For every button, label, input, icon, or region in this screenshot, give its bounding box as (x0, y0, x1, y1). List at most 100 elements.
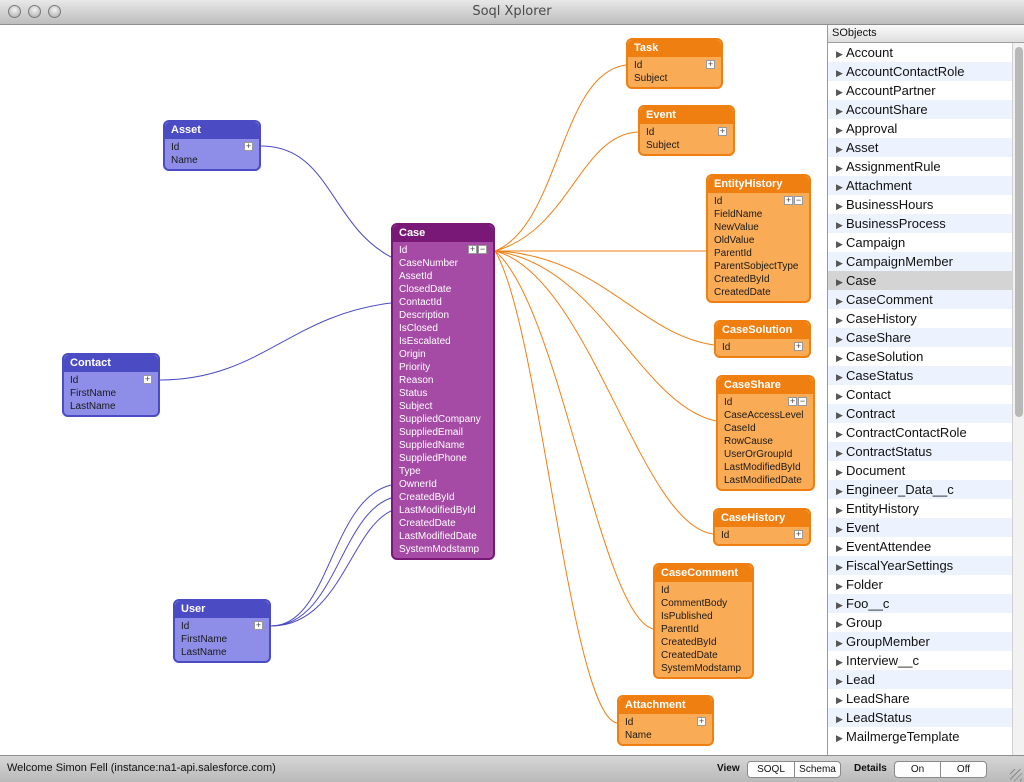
sobject-item[interactable]: ▶Account (828, 43, 1012, 62)
minimize-window-button[interactable] (28, 5, 41, 18)
disclosure-triangle-icon[interactable]: ▶ (836, 201, 843, 211)
view-soql-button[interactable]: SOQL (748, 762, 795, 777)
disclosure-triangle-icon[interactable]: ▶ (836, 562, 843, 572)
sobject-item[interactable]: ▶MailmergeTemplate (828, 727, 1012, 746)
sobjects-header[interactable]: SObjects (828, 25, 1024, 43)
disclosure-triangle-icon[interactable]: ▶ (836, 676, 843, 686)
expand-icon[interactable]: + (254, 620, 263, 630)
expand-icon[interactable]: + (706, 59, 715, 69)
disclosure-triangle-icon[interactable]: ▶ (836, 144, 843, 154)
entity-event[interactable]: Event + Id Subject (638, 105, 735, 156)
zoom-window-button[interactable] (48, 5, 61, 18)
disclosure-triangle-icon[interactable]: ▶ (836, 334, 843, 344)
close-window-button[interactable] (8, 5, 21, 18)
expand-icon[interactable]: + (794, 341, 803, 351)
expand-icon[interactable]: + (784, 195, 793, 205)
expand-icon[interactable]: + (697, 716, 706, 726)
sobject-item[interactable]: ▶CaseHistory (828, 309, 1012, 328)
disclosure-triangle-icon[interactable]: ▶ (836, 87, 843, 97)
sobject-item[interactable]: ▶AccountShare (828, 100, 1012, 119)
disclosure-triangle-icon[interactable]: ▶ (836, 581, 843, 591)
sobject-item[interactable]: ▶Approval (828, 119, 1012, 138)
entity-casesolution[interactable]: CaseSolution + Id (714, 320, 811, 358)
entity-entityhistory[interactable]: EntityHistory +− Id FieldName NewValue O… (706, 174, 811, 303)
entity-task[interactable]: Task + Id Subject (626, 38, 723, 89)
sobject-item[interactable]: ▶BusinessHours (828, 195, 1012, 214)
sobject-item[interactable]: ▶Case (828, 271, 1012, 290)
entity-case[interactable]: Case +− Id CaseNumber AssetId ClosedDate… (391, 223, 495, 560)
sobject-item[interactable]: ▶Document (828, 461, 1012, 480)
collapse-icon[interactable]: − (798, 396, 807, 406)
expand-icon[interactable]: + (468, 244, 477, 254)
sobject-item[interactable]: ▶Engineer_Data__c (828, 480, 1012, 499)
sobject-item[interactable]: ▶Contract (828, 404, 1012, 423)
sobject-item[interactable]: ▶ContractContactRole (828, 423, 1012, 442)
entity-caseshare[interactable]: CaseShare +− Id CaseAccessLevel CaseId R… (716, 375, 815, 491)
sobject-item[interactable]: ▶Folder (828, 575, 1012, 594)
sobject-item[interactable]: ▶CaseComment (828, 290, 1012, 309)
disclosure-triangle-icon[interactable]: ▶ (836, 657, 843, 667)
sobject-item[interactable]: ▶LeadShare (828, 689, 1012, 708)
disclosure-triangle-icon[interactable]: ▶ (836, 505, 843, 515)
sobject-item[interactable]: ▶Asset (828, 138, 1012, 157)
disclosure-triangle-icon[interactable]: ▶ (836, 220, 843, 230)
sobject-item[interactable]: ▶Foo__c (828, 594, 1012, 613)
sobject-item[interactable]: ▶Group (828, 613, 1012, 632)
disclosure-triangle-icon[interactable]: ▶ (836, 695, 843, 705)
disclosure-triangle-icon[interactable]: ▶ (836, 68, 843, 78)
disclosure-triangle-icon[interactable]: ▶ (836, 619, 843, 629)
sobject-item[interactable]: ▶ContractStatus (828, 442, 1012, 461)
disclosure-triangle-icon[interactable]: ▶ (836, 467, 843, 477)
sobject-item[interactable]: ▶Event (828, 518, 1012, 537)
sobject-item[interactable]: ▶Interview__c (828, 651, 1012, 670)
entity-asset[interactable]: Asset + Id Name (163, 120, 261, 171)
sobject-item[interactable]: ▶AccountContactRole (828, 62, 1012, 81)
disclosure-triangle-icon[interactable]: ▶ (836, 163, 843, 173)
sobject-item[interactable]: ▶CaseStatus (828, 366, 1012, 385)
entity-attachment[interactable]: Attachment + Id Name (617, 695, 714, 746)
disclosure-triangle-icon[interactable]: ▶ (836, 258, 843, 268)
disclosure-triangle-icon[interactable]: ▶ (836, 486, 843, 496)
disclosure-triangle-icon[interactable]: ▶ (836, 638, 843, 648)
entity-casehistory[interactable]: CaseHistory + Id (713, 508, 811, 546)
disclosure-triangle-icon[interactable]: ▶ (836, 106, 843, 116)
disclosure-triangle-icon[interactable]: ▶ (836, 429, 843, 439)
scroll-thumb[interactable] (1015, 47, 1023, 417)
details-on-button[interactable]: On (895, 762, 941, 777)
disclosure-triangle-icon[interactable]: ▶ (836, 543, 843, 553)
disclosure-triangle-icon[interactable]: ▶ (836, 600, 843, 610)
disclosure-triangle-icon[interactable]: ▶ (836, 733, 843, 743)
disclosure-triangle-icon[interactable]: ▶ (836, 125, 843, 135)
sobject-item[interactable]: ▶Lead (828, 670, 1012, 689)
sobject-item[interactable]: ▶FiscalYearSettings (828, 556, 1012, 575)
expand-icon[interactable]: + (143, 374, 152, 384)
disclosure-triangle-icon[interactable]: ▶ (836, 277, 843, 287)
sobject-item[interactable]: ▶Attachment (828, 176, 1012, 195)
sobject-item[interactable]: ▶BusinessProcess (828, 214, 1012, 233)
disclosure-triangle-icon[interactable]: ▶ (836, 372, 843, 382)
sobjects-scrollbar[interactable] (1012, 43, 1024, 755)
sobject-item[interactable]: ▶CampaignMember (828, 252, 1012, 271)
disclosure-triangle-icon[interactable]: ▶ (836, 239, 843, 249)
sobject-item[interactable]: ▶Contact (828, 385, 1012, 404)
disclosure-triangle-icon[interactable]: ▶ (836, 410, 843, 420)
entity-casecomment[interactable]: CaseComment Id CommentBody IsPublished P… (653, 563, 754, 679)
sobject-item[interactable]: ▶GroupMember (828, 632, 1012, 651)
expand-icon[interactable]: + (794, 529, 803, 539)
view-schema-button[interactable]: Schema (799, 764, 836, 775)
expand-icon[interactable]: + (788, 396, 797, 406)
sobject-item[interactable]: ▶AssignmentRule (828, 157, 1012, 176)
collapse-icon[interactable]: − (478, 244, 487, 254)
disclosure-triangle-icon[interactable]: ▶ (836, 524, 843, 534)
sobject-item[interactable]: ▶Campaign (828, 233, 1012, 252)
entity-user[interactable]: User + Id FirstName LastName (173, 599, 271, 663)
sobject-item[interactable]: ▶EntityHistory (828, 499, 1012, 518)
disclosure-triangle-icon[interactable]: ▶ (836, 714, 843, 724)
entity-contact[interactable]: Contact + Id FirstName LastName (62, 353, 160, 417)
sobject-item[interactable]: ▶CaseSolution (828, 347, 1012, 366)
sobject-item[interactable]: ▶CaseShare (828, 328, 1012, 347)
expand-icon[interactable]: + (244, 141, 253, 151)
resize-grip-icon[interactable] (1010, 769, 1022, 781)
sobject-item[interactable]: ▶AccountPartner (828, 81, 1012, 100)
collapse-icon[interactable]: − (794, 195, 803, 205)
